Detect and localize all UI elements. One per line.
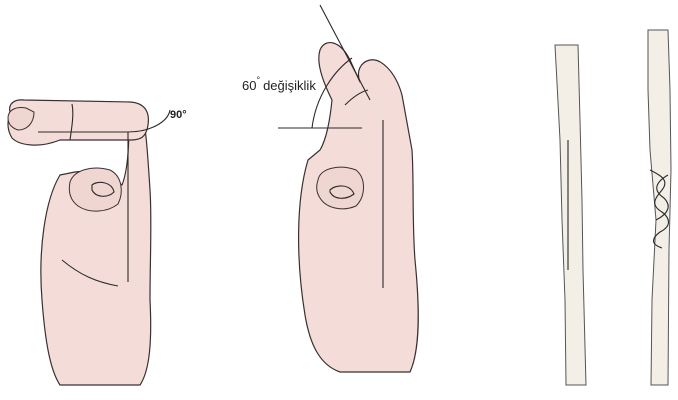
- left-hand-illustration: 90°: [8, 100, 187, 385]
- tendon-illustrations: [555, 30, 671, 385]
- tendon-left: [555, 45, 586, 385]
- middle-angle-label: 60°değişiklik: [242, 75, 316, 93]
- middle-thumb: [317, 167, 364, 209]
- middle-hand-palm: [299, 43, 419, 372]
- left-angle-label: 90°: [170, 109, 187, 121]
- left-hand-palm: [41, 105, 151, 385]
- middle-hand-illustration: 60°değişiklik: [242, 5, 418, 372]
